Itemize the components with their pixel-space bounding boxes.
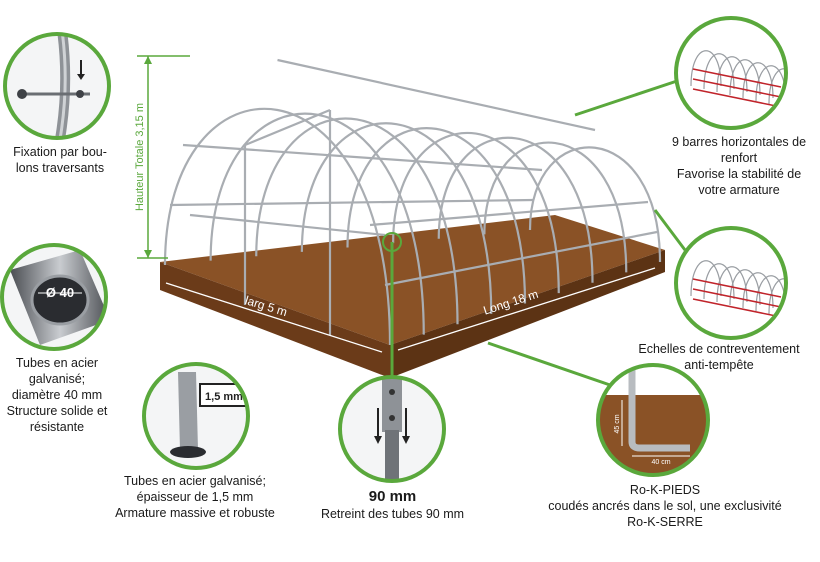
mini-arch: [690, 260, 722, 297]
diameter-badge: Ø 40: [46, 285, 74, 300]
feet-caption: Ro-K-PIEDS coudés ancrés dans le sol, un…: [548, 483, 782, 529]
mini-arch: [716, 56, 748, 93]
mini-arch: [703, 53, 735, 90]
frame-ladders-icon: [674, 226, 788, 340]
mini-bar: [692, 298, 782, 318]
ladders-caption: Echelles de contreventement anti-tempête: [638, 342, 800, 372]
shrink-caption: 90 mm Retreint des tubes 90 mm: [305, 488, 480, 522]
bars-caption: 9 barres horizontales de renfort Favoris…: [671, 135, 807, 197]
arch-tube: [437, 136, 594, 283]
bolt-fixing-icon: [3, 32, 111, 140]
mini-arch: [716, 266, 748, 303]
horizontal-bar: [244, 108, 331, 147]
foot-width-label: 40 cm: [651, 459, 670, 466]
arch-tube: [528, 146, 662, 263]
mini-arch: [729, 59, 761, 96]
mini-arch: [729, 269, 761, 306]
mini-bar: [692, 68, 782, 88]
horizontal-bar: [189, 213, 386, 237]
tube-section-icon: Ø 40: [0, 243, 108, 351]
arch-tube: [392, 131, 560, 294]
height-label: Hauteur Totale 3,15 m: [134, 103, 146, 211]
tube-joint-icon: [338, 375, 446, 483]
horizontal-bar: [384, 230, 658, 287]
mini-bar: [692, 278, 782, 298]
horizontal-bar: [182, 143, 543, 172]
tube-diameter-caption: Tubes en acier galvanisé; diamètre 40 mm…: [6, 356, 108, 434]
mini-bar: [692, 288, 782, 308]
thickness-badge: 1,5 mm: [205, 391, 243, 403]
arch-tube: [346, 127, 527, 304]
arch-tube: [255, 117, 459, 325]
foot-height-label: 45 cm: [614, 414, 621, 433]
greenhouse-frame: [163, 58, 662, 346]
callout-connectors: [390, 78, 687, 387]
shrink-title: 90 mm: [368, 488, 417, 505]
arch-tube: [300, 122, 493, 314]
frame-bars-icon: [674, 16, 788, 130]
mini-arch: [690, 50, 722, 87]
horizontal-bar: [369, 200, 649, 227]
mini-arch: [742, 62, 774, 99]
tube-thickness-caption: Tubes en acier galvanisé; épaisseur de 1…: [115, 474, 275, 520]
arch-tube: [483, 141, 628, 273]
horizontal-bar: [169, 198, 534, 207]
mini-arch: [742, 272, 774, 309]
horizontal-bar: [277, 58, 596, 132]
mini-arch: [703, 263, 735, 300]
anchor-foot-icon: 45 cm 40 cm: [596, 363, 710, 477]
height-dimension: Hauteur Totale 3,15 m: [134, 55, 190, 259]
mini-bar: [692, 88, 782, 108]
mini-bar: [692, 78, 782, 98]
joint-highlight: [382, 232, 402, 252]
bolts-caption: Fixation par bou- lons traversants: [13, 145, 107, 175]
tube-wall-icon: 1,5 mm: [142, 362, 250, 470]
